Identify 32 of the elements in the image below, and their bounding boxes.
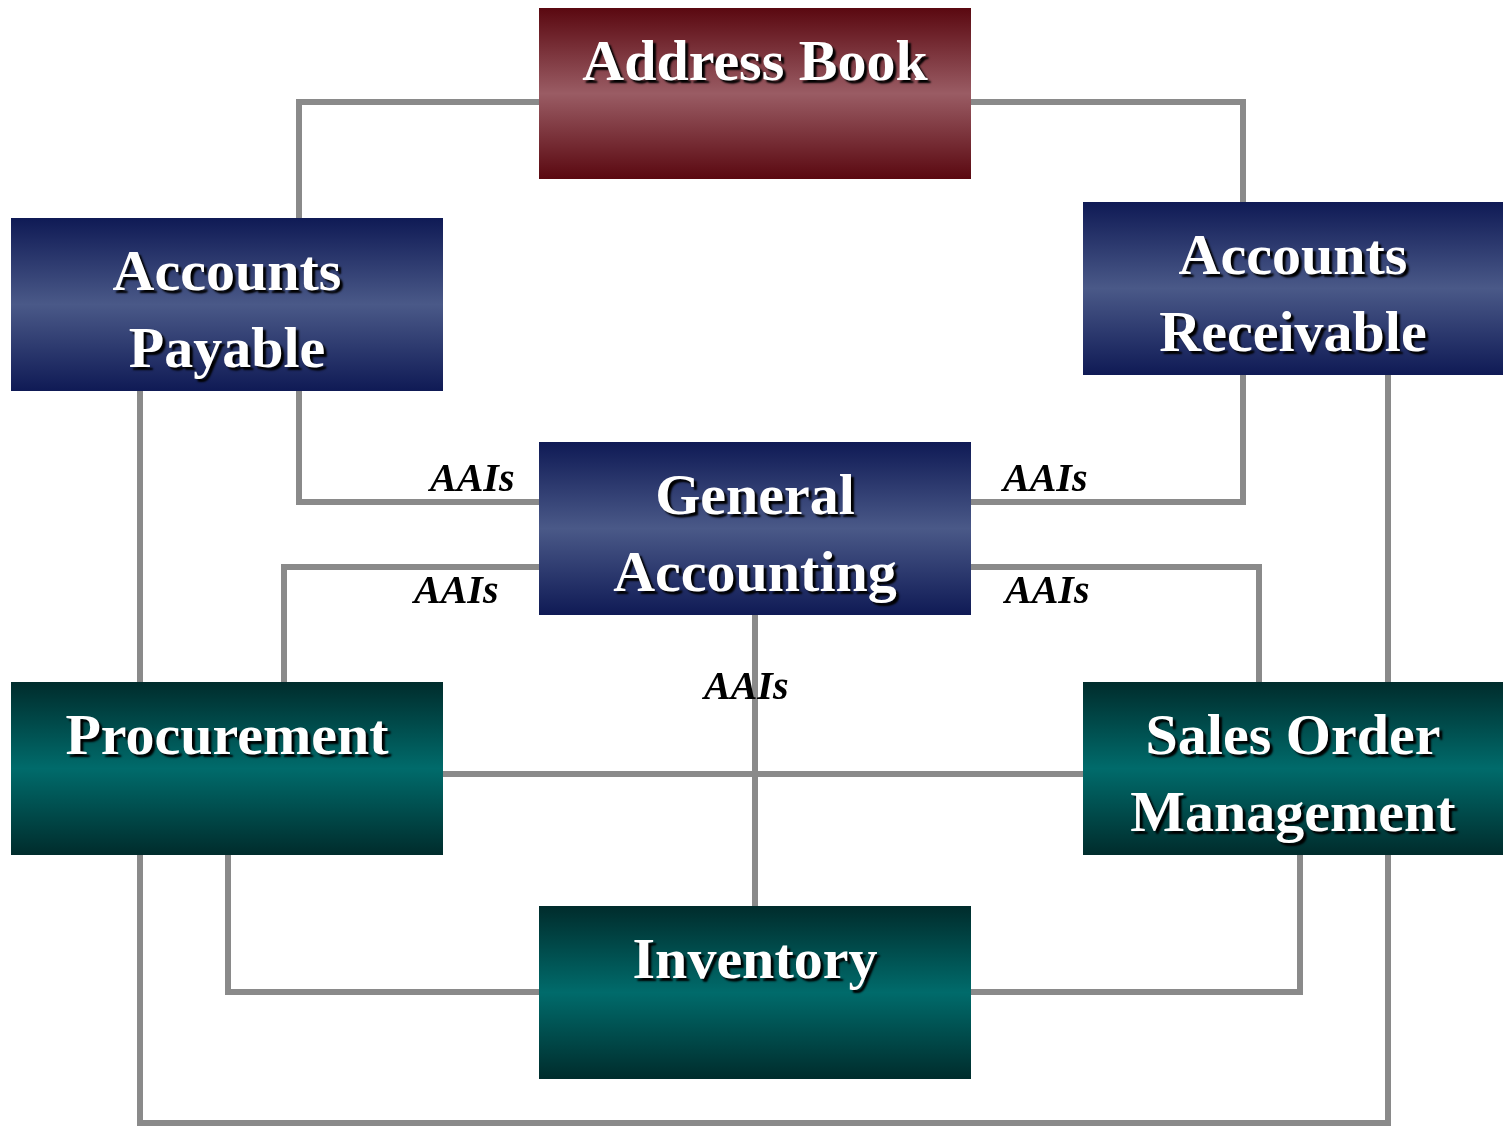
- edge-label: AAIs: [1005, 568, 1090, 612]
- module-box: [1083, 682, 1503, 855]
- module-name: Accounts Payable: [111, 237, 343, 382]
- connector-line: [225, 855, 539, 995]
- connector-line: [1385, 375, 1391, 682]
- module-name: Sales Order Management: [1129, 701, 1457, 846]
- connector-line: [443, 771, 1083, 777]
- module-box: [539, 442, 971, 615]
- module-name: Procurement: [65, 701, 389, 769]
- connector-line: [137, 855, 1391, 1126]
- module-box: [539, 906, 971, 1079]
- connector-line: [752, 615, 758, 906]
- module-box: [11, 682, 443, 855]
- connector-line: [281, 564, 539, 682]
- connector-line: [137, 391, 143, 682]
- module-box: [11, 218, 443, 391]
- connector-line: [296, 391, 539, 505]
- edge-label: AAIs: [430, 456, 515, 500]
- module-name: General Accounting: [612, 461, 898, 606]
- edge-label: AAIs: [704, 664, 789, 708]
- edge-label: AAIs: [1003, 456, 1088, 500]
- connector-line: [971, 855, 1303, 995]
- module-name: Accounts Receivable: [1158, 221, 1428, 366]
- connector-line: [971, 99, 1246, 202]
- module-box: [1083, 202, 1503, 375]
- module-name: Address Book: [582, 27, 928, 95]
- connector-line: [971, 564, 1262, 682]
- module-box: [539, 8, 971, 179]
- connector-line: [971, 375, 1246, 505]
- connector-line: [296, 99, 539, 218]
- module-name: Inventory: [632, 925, 878, 993]
- edge-label: AAIs: [414, 568, 499, 612]
